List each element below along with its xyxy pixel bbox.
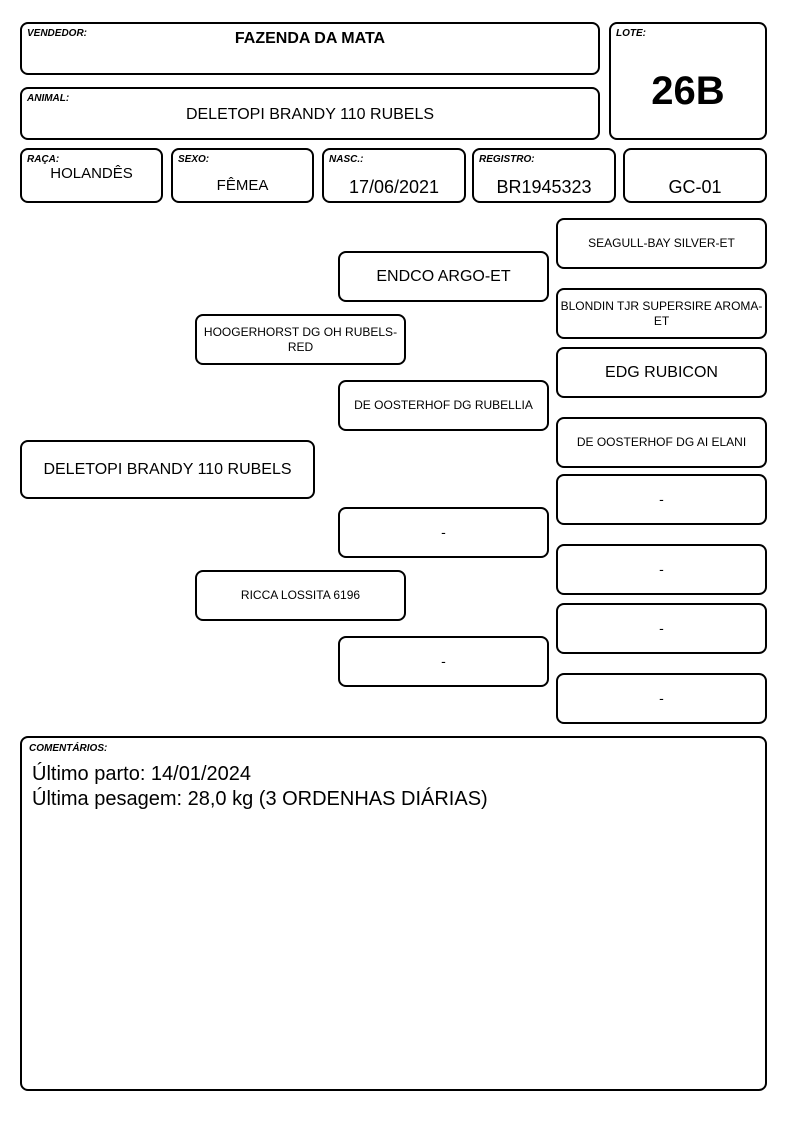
pedigree-dam-sire-sire: - [556, 474, 767, 525]
codigo-box: GC-01 [623, 148, 767, 203]
pedigree-sire-sire-dam: BLONDIN TJR SUPERSIRE AROMA-ET [556, 288, 767, 339]
pedigree-sire-dam-dam: DE OOSTERHOF DG AI ELANI [556, 417, 767, 468]
lote-label: LOTE: [616, 28, 646, 39]
raca-box: RAÇA: HOLANDÊS [20, 148, 163, 203]
raca-value: HOLANDÊS [50, 165, 133, 182]
vendedor-box: VENDEDOR: FAZENDA DA MATA [20, 22, 600, 75]
sexo-value: FÊMEA [216, 177, 269, 194]
lote-box: LOTE: 26B [609, 22, 767, 140]
sexo-box: SEXO: FÊMEA [171, 148, 314, 203]
nasc-value: 17/06/2021 [348, 177, 440, 197]
vendedor-value: FAZENDA DA MATA [234, 30, 386, 47]
animal-label: ANIMAL: [27, 93, 70, 104]
sexo-label: SEXO: [178, 154, 210, 165]
pedigree-sire-sire: ENDCO ARGO-ET [338, 251, 549, 302]
pedigree-animal: DELETOPI BRANDY 110 RUBELS [20, 440, 315, 499]
pedigree-sire-dam: DE OOSTERHOF DG RUBELLIA [338, 380, 549, 431]
raca-label: RAÇA: [27, 154, 60, 165]
registro-box: REGISTRO: BR1945323 [472, 148, 616, 203]
comments-box: COMENTÁRIOS: Último parto: 14/01/2024 Úl… [20, 736, 767, 1091]
nasc-label: NASC.: [329, 154, 364, 165]
vendedor-label: VENDEDOR: [27, 28, 88, 39]
pedigree-dam: RICCA LOSSITA 6196 [195, 570, 406, 621]
registro-value: BR1945323 [496, 177, 592, 197]
pedigree-dam-sire-dam: - [556, 544, 767, 595]
animal-value: DELETOPI BRANDY 110 RUBELS [185, 106, 435, 123]
pedigree-sire-dam-sire: EDG RUBICON [556, 347, 767, 398]
nasc-box: NASC.: 17/06/2021 [322, 148, 466, 203]
codigo-value: GC-01 [668, 177, 722, 197]
pedigree-dam-dam-sire: - [556, 603, 767, 654]
registro-label: REGISTRO: [479, 154, 535, 165]
pedigree-dam-dam: - [338, 636, 549, 687]
pedigree-dam-dam-dam: - [556, 673, 767, 724]
comment-line-parto: Último parto: 14/01/2024 [32, 763, 252, 785]
comments-label: COMENTÁRIOS: [29, 743, 108, 754]
comments-text: Último parto: 14/01/2024 Última pesagem:… [32, 762, 755, 812]
pedigree-sire-sire-sire: SEAGULL-BAY SILVER-ET [556, 218, 767, 269]
comment-line-pesagem: Última pesagem: 28,0 kg (3 ORDENHAS DIÁR… [32, 788, 488, 810]
pedigree-sire: HOOGERHORST DG OH RUBELS-RED [195, 314, 406, 365]
animal-box: ANIMAL: DELETOPI BRANDY 110 RUBELS [20, 87, 600, 140]
pedigree-dam-sire: - [338, 507, 549, 558]
lote-value: 26B [651, 69, 725, 113]
